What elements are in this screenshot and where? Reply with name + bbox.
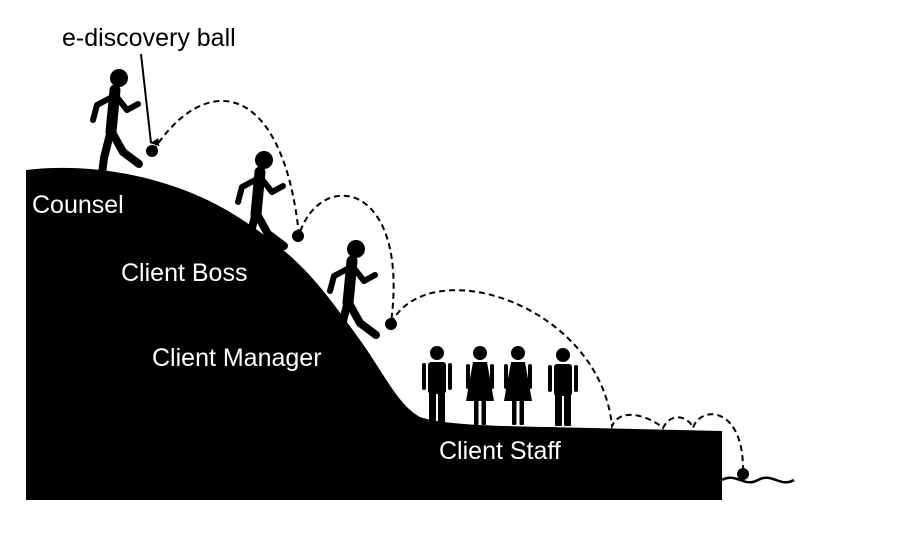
ball-icon [385,318,397,330]
hill-slope [26,167,722,500]
level-label-client-staff: Client Staff [439,437,561,465]
ball-trajectory [152,100,745,475]
level-label-client-manager: Client Manager [152,344,322,372]
ball-icon [292,230,304,242]
ball-icon [146,145,158,157]
water-wave-icon [721,476,795,484]
callout-label: e-discovery ball [62,24,236,52]
standing-man-icon [422,346,452,424]
standing-man-icon [548,348,578,426]
ball-icon [737,468,749,480]
level-label-counsel: Counsel [32,191,124,219]
level-label-client-boss: Client Boss [121,259,247,287]
standing-woman-icon [504,346,532,425]
counsel-kicker-icon [93,69,139,174]
standing-woman-icon [466,346,494,425]
callout-arrow [140,53,160,147]
